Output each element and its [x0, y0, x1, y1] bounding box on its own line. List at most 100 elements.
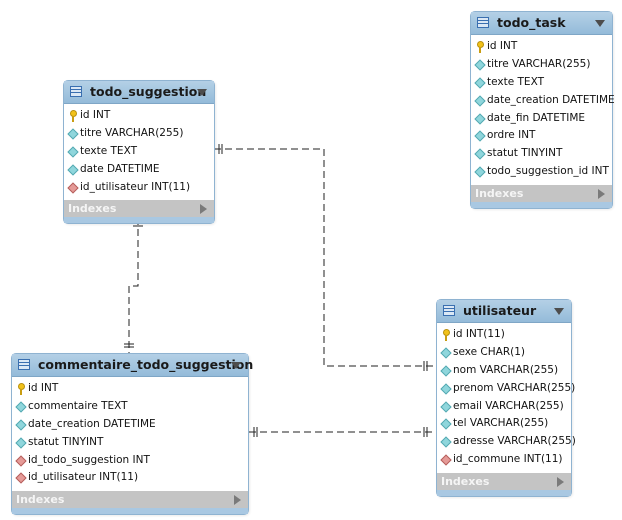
chevron-down-icon[interactable] — [554, 308, 564, 315]
table-footer — [471, 202, 612, 209]
column-row[interactable]: sexe CHAR(1) — [437, 344, 571, 362]
indexes-bar[interactable]: Indexes — [12, 491, 248, 509]
column-list: id INT titre VARCHAR(255) texte TEXT dat… — [471, 35, 615, 185]
column-row[interactable]: id INT — [471, 38, 612, 56]
column-label: date DATETIME — [80, 162, 160, 175]
table-todo-suggestion[interactable]: todo_suggestion id INT titre VARCHAR(255… — [63, 80, 215, 225]
chevron-down-icon[interactable] — [197, 89, 207, 96]
column-row[interactable]: titre VARCHAR(255) — [471, 56, 612, 74]
column-row[interactable]: prenom VARCHAR(255) — [437, 380, 575, 398]
column-diamond-icon — [474, 148, 486, 161]
table-todo-task[interactable]: todo_task id INT titre VARCHAR(255) text… — [470, 11, 615, 210]
column-row[interactable]: id INT — [12, 380, 248, 398]
column-label: ordre INT — [487, 129, 536, 142]
relation-end-marker — [423, 427, 428, 437]
column-label: id_utilisateur INT(11) — [28, 471, 139, 484]
column-row[interactable]: texte TEXT — [471, 74, 612, 92]
table-footer — [12, 508, 248, 515]
chevron-down-icon[interactable] — [231, 362, 241, 369]
indexes-bar[interactable]: Indexes — [437, 473, 571, 491]
column-row[interactable]: date_creation DATETIME — [12, 416, 248, 434]
column-list: id INT(11) sexe CHAR(1) nom VARCHAR(255)… — [437, 323, 576, 473]
indexes-bar[interactable]: Indexes — [471, 185, 612, 203]
column-row[interactable]: tel VARCHAR(255) — [437, 415, 571, 433]
column-row[interactable]: id INT — [64, 107, 214, 125]
column-row[interactable]: adresse VARCHAR(255) — [437, 433, 576, 451]
column-label: nom VARCHAR(255) — [453, 363, 559, 376]
relation-end-marker — [124, 343, 134, 348]
column-row[interactable]: date_creation DATETIME — [471, 92, 615, 110]
column-label: date_creation DATETIME — [487, 93, 615, 106]
chevron-right-icon[interactable] — [200, 204, 207, 215]
column-row[interactable]: id_utilisateur INT(11) — [12, 469, 248, 487]
column-row[interactable]: date_fin DATETIME — [471, 110, 612, 128]
column-diamond-icon — [474, 59, 486, 71]
column-row[interactable]: id INT(11) — [437, 326, 571, 344]
chevron-down-icon[interactable] — [595, 20, 605, 27]
column-row[interactable]: email VARCHAR(255) — [437, 398, 571, 416]
column-diamond-icon — [474, 130, 486, 143]
column-row[interactable]: commentaire TEXT — [12, 398, 248, 416]
column-label: prenom VARCHAR(255) — [453, 381, 576, 394]
column-diamond-icon — [440, 347, 452, 359]
column-diamond-icon — [440, 383, 452, 395]
column-diamond-icon — [15, 419, 27, 431]
indexes-label: Indexes — [441, 475, 490, 489]
column-label: statut TINYINT — [28, 435, 104, 448]
table-header[interactable]: commentaire_todo_suggestion — [12, 354, 253, 377]
column-label: id_utilisateur INT(11) — [80, 180, 191, 193]
column-diamond-icon — [15, 437, 27, 449]
column-label: sexe CHAR(1) — [453, 345, 526, 358]
key-icon — [70, 110, 77, 122]
table-utilisateur[interactable]: utilisateur id INT(11) sexe CHAR(1) nom … — [436, 299, 576, 498]
chevron-right-icon[interactable] — [557, 477, 564, 488]
column-row[interactable]: date DATETIME — [64, 161, 214, 179]
relation-end-marker — [253, 427, 258, 437]
column-label: date_fin DATETIME — [487, 111, 586, 124]
column-row[interactable]: id_todo_suggestion INT — [12, 452, 248, 470]
table-footer — [64, 217, 214, 224]
column-row[interactable]: statut TINYINT — [471, 145, 612, 163]
column-row[interactable]: id_utilisateur INT(11) — [64, 179, 214, 197]
indexes-label: Indexes — [475, 187, 524, 201]
column-label: statut TINYINT — [487, 147, 563, 160]
column-row[interactable]: ordre INT — [471, 127, 612, 145]
foreign-key-icon — [15, 472, 27, 485]
column-row[interactable]: titre VARCHAR(255) — [64, 125, 214, 143]
column-list: id INT titre VARCHAR(255) texte TEXT dat… — [64, 104, 214, 200]
column-row[interactable]: nom VARCHAR(255) — [437, 362, 571, 380]
column-label: titre VARCHAR(255) — [80, 126, 184, 139]
column-label: texte TEXT — [80, 144, 137, 157]
column-row[interactable]: statut TINYINT — [12, 434, 248, 452]
column-label: id_commune INT(11) — [453, 453, 563, 466]
column-row[interactable]: id_commune INT(11) — [437, 451, 571, 469]
indexes-label: Indexes — [68, 202, 117, 216]
column-label: email VARCHAR(255) — [453, 399, 564, 412]
foreign-key-icon — [67, 181, 79, 194]
key-icon — [443, 329, 450, 341]
chevron-right-icon[interactable] — [234, 495, 241, 506]
table-header[interactable]: todo_task — [471, 12, 612, 35]
table-header[interactable]: utilisateur — [437, 300, 571, 323]
table-footer — [437, 490, 571, 497]
column-label: texte TEXT — [487, 75, 544, 88]
table-commentaire-todo-suggestion[interactable]: commentaire_todo_suggestion id INT comme… — [11, 353, 253, 516]
column-diamond-icon — [15, 401, 27, 413]
chevron-right-icon[interactable] — [598, 189, 605, 200]
column-diamond-icon — [440, 400, 452, 413]
indexes-bar[interactable]: Indexes — [64, 200, 214, 218]
relation-end-marker — [423, 361, 428, 371]
column-diamond-icon — [67, 164, 79, 176]
column-row[interactable]: todo_suggestion_id INT — [471, 163, 612, 181]
column-label: id INT — [28, 382, 59, 394]
table-header[interactable]: todo_suggestion — [64, 81, 214, 104]
table-icon — [477, 17, 489, 28]
table-title: utilisateur — [463, 303, 537, 318]
relationship-todo-suggestion-utilisateur — [214, 148, 437, 367]
column-diamond-icon — [440, 365, 452, 377]
table-title: todo_suggestion — [90, 84, 207, 99]
column-diamond-icon — [67, 146, 79, 158]
column-row[interactable]: texte TEXT — [64, 143, 214, 161]
table-title: commentaire_todo_suggestion — [38, 357, 254, 372]
